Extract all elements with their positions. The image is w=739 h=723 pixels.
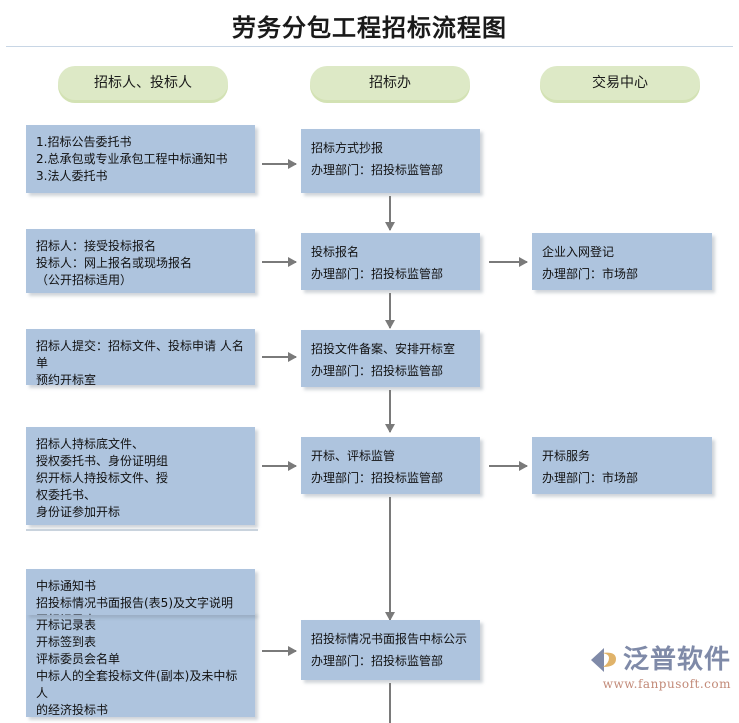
brand-url: www.fanpusoft.com (602, 677, 731, 691)
process-box-r5-left-top[interactable]: 中标通知书 招投标情况书面报告(表5)及文字说明 开标记录表 (26, 569, 255, 615)
lane-header-bidding-office: 招标办 (310, 66, 470, 100)
arrow-r4-mid-to-right (489, 461, 528, 471)
process-box-r4-mid[interactable]: 开标、评标监管 办理部门：招投标监管部 (301, 437, 480, 494)
process-box-r5-mid[interactable]: 招投标情况书面报告中标公示 办理部门：招投标监管部 (301, 620, 480, 680)
arrow-r2-mid-to-r3-mid (385, 293, 395, 329)
arrow-r4-mid-to-r5-mid (385, 596, 395, 621)
process-box-r2-left[interactable]: 招标人：接受投标报名 投标人：网上报名或现场报名 （公开招标适用） (26, 229, 255, 293)
process-box-r1-left[interactable]: 1.招标公告委托书 2.总承包或专业承包工程中标通知书 3.法人委托书 (26, 125, 255, 193)
lane-group-divider (26, 529, 258, 531)
lane-header-bidder: 招标人、投标人 (58, 66, 228, 100)
process-box-r1-mid[interactable]: 招标方式抄报 办理部门：招投标监管部 (301, 129, 480, 193)
connector-r5-mid-down (389, 683, 391, 723)
lane-header-bidder-label: 招标人、投标人 (94, 75, 192, 91)
process-box-r3-mid[interactable]: 招投文件备案、安排开标室 办理部门：招投标监管部 (301, 330, 480, 387)
connector-r4-mid-down (389, 497, 391, 607)
arrow-r2-mid-to-right (489, 257, 528, 267)
arrow-r3-left-to-mid (262, 352, 297, 362)
process-box-r5-left-bottom[interactable]: 开标记录表 开标签到表 评标委员会名单 中标人的全套投标文件(副本)及未中标人 … (26, 612, 255, 717)
process-box-r2-mid[interactable]: 投标报名 办理部门：招投标监管部 (301, 233, 480, 290)
arrow-r3-mid-to-r4-mid (385, 390, 395, 433)
fanpu-logo-icon (589, 645, 619, 675)
lane-header-trading-center: 交易中心 (540, 66, 700, 100)
process-box-r2-right[interactable]: 企业入网登记 办理部门：市场部 (532, 233, 712, 290)
page-title: 劳务分包工程招标流程图 (232, 14, 507, 42)
brand-name: 泛普软件 (622, 645, 731, 675)
process-box-r3-left[interactable]: 招标人提交：招标文件、投标申请 人名单 预约开标室 (26, 329, 255, 385)
process-box-r4-left[interactable]: 招标人持标底文件、 授权委托书、身份证明组 织开标人持投标文件、授 权委托书、 … (26, 427, 255, 525)
arrow-r5-left-to-mid (262, 646, 297, 656)
arrow-r4-left-to-mid (262, 461, 297, 471)
lane-header-trading-center-label: 交易中心 (592, 75, 648, 91)
brand-logo: 泛普软件 www.fanpusoft.com (581, 645, 731, 717)
title-divider (6, 46, 733, 47)
arrow-r1-mid-to-r2-mid (385, 196, 395, 231)
lane-header-bidding-office-label: 招标办 (369, 75, 411, 91)
arrow-r2-left-to-mid (262, 257, 297, 267)
arrow-r1-left-to-mid (262, 159, 297, 169)
process-box-r4-right[interactable]: 开标服务 办理部门：市场部 (532, 437, 712, 494)
